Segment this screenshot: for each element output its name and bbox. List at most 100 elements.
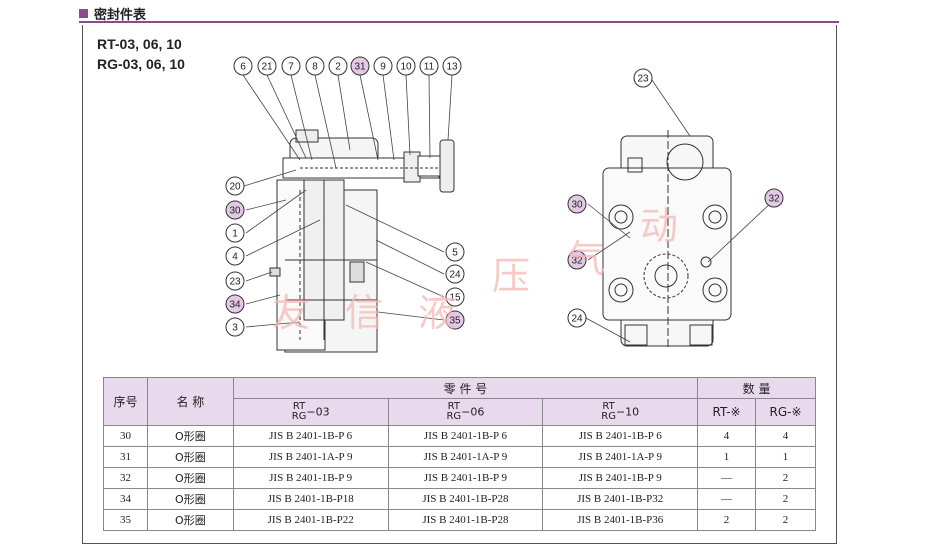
callout-circle xyxy=(225,271,245,291)
cell-p2: JIS B 2401-1B-P 9 xyxy=(387,467,544,489)
cell-rt: 2 xyxy=(697,509,757,531)
callout-circle xyxy=(225,317,245,337)
header-rule xyxy=(79,21,839,23)
callout-number: 31 xyxy=(354,62,366,73)
col-header-part: 零 件 号 xyxy=(232,377,699,399)
section-view-drawing xyxy=(269,129,455,353)
cell-no: 35 xyxy=(103,509,148,531)
col-header-name: 名 称 xyxy=(146,377,234,426)
end-view-drawing xyxy=(602,130,732,350)
callout-number: 9 xyxy=(380,62,386,73)
cell-rt: 4 xyxy=(697,425,757,447)
callout-circle xyxy=(350,56,370,76)
size-bot: RG xyxy=(446,411,462,422)
callout-circle xyxy=(373,56,393,76)
callout-number: 32 xyxy=(571,256,583,267)
cell-rt: — xyxy=(697,467,757,489)
callout-circle xyxy=(764,188,784,208)
cell-rg: 1 xyxy=(755,446,816,468)
callout-circle xyxy=(419,56,439,76)
watermark-char: 气 xyxy=(567,237,606,281)
callout-number: 15 xyxy=(449,293,461,304)
size-bot: RG xyxy=(291,411,307,422)
callout-number: 5 xyxy=(452,248,458,259)
callout-circle xyxy=(396,56,416,76)
callout-circle xyxy=(445,287,465,307)
callout-number: 20 xyxy=(229,182,241,193)
callout-circle xyxy=(567,250,587,270)
section-title: 密封件表 xyxy=(94,8,147,23)
watermark-char: 压 xyxy=(492,254,531,298)
cell-name: O形圈 xyxy=(146,467,234,489)
callout-circle xyxy=(225,200,245,220)
callout-number: 3 xyxy=(232,323,238,334)
cell-p2: JIS B 2401-1B-P28 xyxy=(387,488,544,510)
header-square-icon xyxy=(79,9,88,18)
qty-rt-header: RT-※ xyxy=(697,398,757,426)
col-header-qty: 数 量 xyxy=(697,377,816,399)
cell-p1: JIS B 2401-1B-P18 xyxy=(232,488,389,510)
callout-number: 24 xyxy=(571,314,583,325)
callout-number: 32 xyxy=(768,194,780,205)
cell-no: 32 xyxy=(103,467,148,489)
watermark-char: 友 xyxy=(272,291,311,335)
callout-number: 8 xyxy=(312,62,318,73)
callout-number: 30 xyxy=(571,200,583,211)
watermark-char: 动 xyxy=(640,204,679,248)
qty-rg-header: RG-※ xyxy=(755,398,816,426)
cell-rg: 2 xyxy=(755,488,816,510)
cell-p3: JIS B 2401-1B-P32 xyxy=(542,488,699,510)
callout-circle xyxy=(305,56,325,76)
size-top: RT xyxy=(447,401,460,412)
col-header-no: 序号 xyxy=(103,377,148,426)
cell-rg: 4 xyxy=(755,425,816,447)
callout-number: 24 xyxy=(449,270,461,281)
callout-circle xyxy=(225,223,245,243)
cell-no: 34 xyxy=(103,488,148,510)
cell-rg: 2 xyxy=(755,467,816,489)
callout-circle xyxy=(442,56,462,76)
callout-number: 7 xyxy=(288,62,294,73)
model-list: RT-03, 06, 10 RG-03, 06, 10 xyxy=(97,34,185,74)
callout-circle xyxy=(633,68,653,88)
cell-no: 30 xyxy=(103,425,148,447)
size-suffix: −06 xyxy=(461,405,485,419)
callout-number: 35 xyxy=(449,316,461,327)
cell-name: O形圈 xyxy=(146,509,234,531)
cell-p2: JIS B 2401-1A-P 9 xyxy=(387,446,544,468)
callout-circle xyxy=(328,56,348,76)
callout-number: 2 xyxy=(335,62,341,73)
cell-name: O形圈 xyxy=(146,446,234,468)
section-header: 密封件表 xyxy=(79,4,146,23)
callout-number: 10 xyxy=(400,62,412,73)
cell-name: O形圈 xyxy=(146,488,234,510)
cell-p2: JIS B 2401-1B-P 6 xyxy=(387,425,544,447)
cell-rt: 1 xyxy=(697,446,757,468)
cell-p1: JIS B 2401-1A-P 9 xyxy=(232,446,389,468)
cell-rt: — xyxy=(697,488,757,510)
callout-number: 23 xyxy=(637,74,649,85)
content-frame xyxy=(82,25,837,544)
size-suffix: −10 xyxy=(615,405,640,419)
leader-lines xyxy=(242,74,775,343)
callout-circle xyxy=(445,310,465,330)
callout-circle xyxy=(281,56,301,76)
model-line: RT-03, 06, 10 xyxy=(97,36,182,52)
callout-number: 4 xyxy=(232,252,238,263)
callout-number: 1 xyxy=(232,229,238,240)
callout-circle xyxy=(445,264,465,284)
callout-number: 11 xyxy=(424,62,435,73)
size-top: RT xyxy=(602,401,615,412)
size-top: RT xyxy=(292,401,306,412)
watermark-char: 信 xyxy=(345,291,384,335)
cell-p2: JIS B 2401-1B-P28 xyxy=(387,509,544,531)
